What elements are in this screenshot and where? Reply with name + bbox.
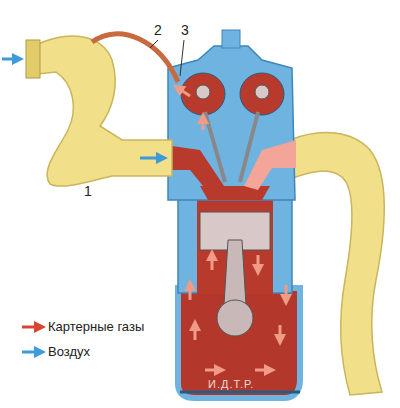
intake-manifold	[38, 36, 172, 186]
callout-number: 2	[154, 23, 162, 38]
leader-line	[150, 40, 158, 48]
callout-number: 1	[84, 184, 92, 199]
legend-sample	[22, 351, 40, 354]
cylinder-head	[168, 46, 295, 200]
manifold-flange	[26, 40, 40, 78]
oil-pan-edge	[180, 391, 300, 394]
camshaft	[196, 85, 210, 99]
camshaft-housing	[240, 73, 284, 115]
crankcase	[178, 288, 300, 398]
crankshaft	[217, 300, 253, 336]
connecting-rod	[224, 240, 246, 305]
exhaust-manifold	[290, 133, 384, 395]
ventilation-hose	[92, 34, 178, 82]
gas-arrows	[178, 88, 286, 370]
legend-text: Воздух	[48, 345, 90, 359]
callout-number: 3	[181, 23, 189, 38]
exhaust-port	[244, 140, 296, 190]
camshaft	[255, 85, 269, 99]
oil-filler-cap	[222, 30, 240, 48]
legend-text: Картерные газы	[48, 320, 144, 334]
leader-line	[180, 40, 184, 76]
watermark: И.Д.Т.Р.	[208, 378, 254, 390]
legend-sample	[22, 326, 40, 329]
air-arrow	[2, 58, 18, 61]
intake-port	[165, 145, 224, 192]
air-arrow	[140, 157, 162, 160]
